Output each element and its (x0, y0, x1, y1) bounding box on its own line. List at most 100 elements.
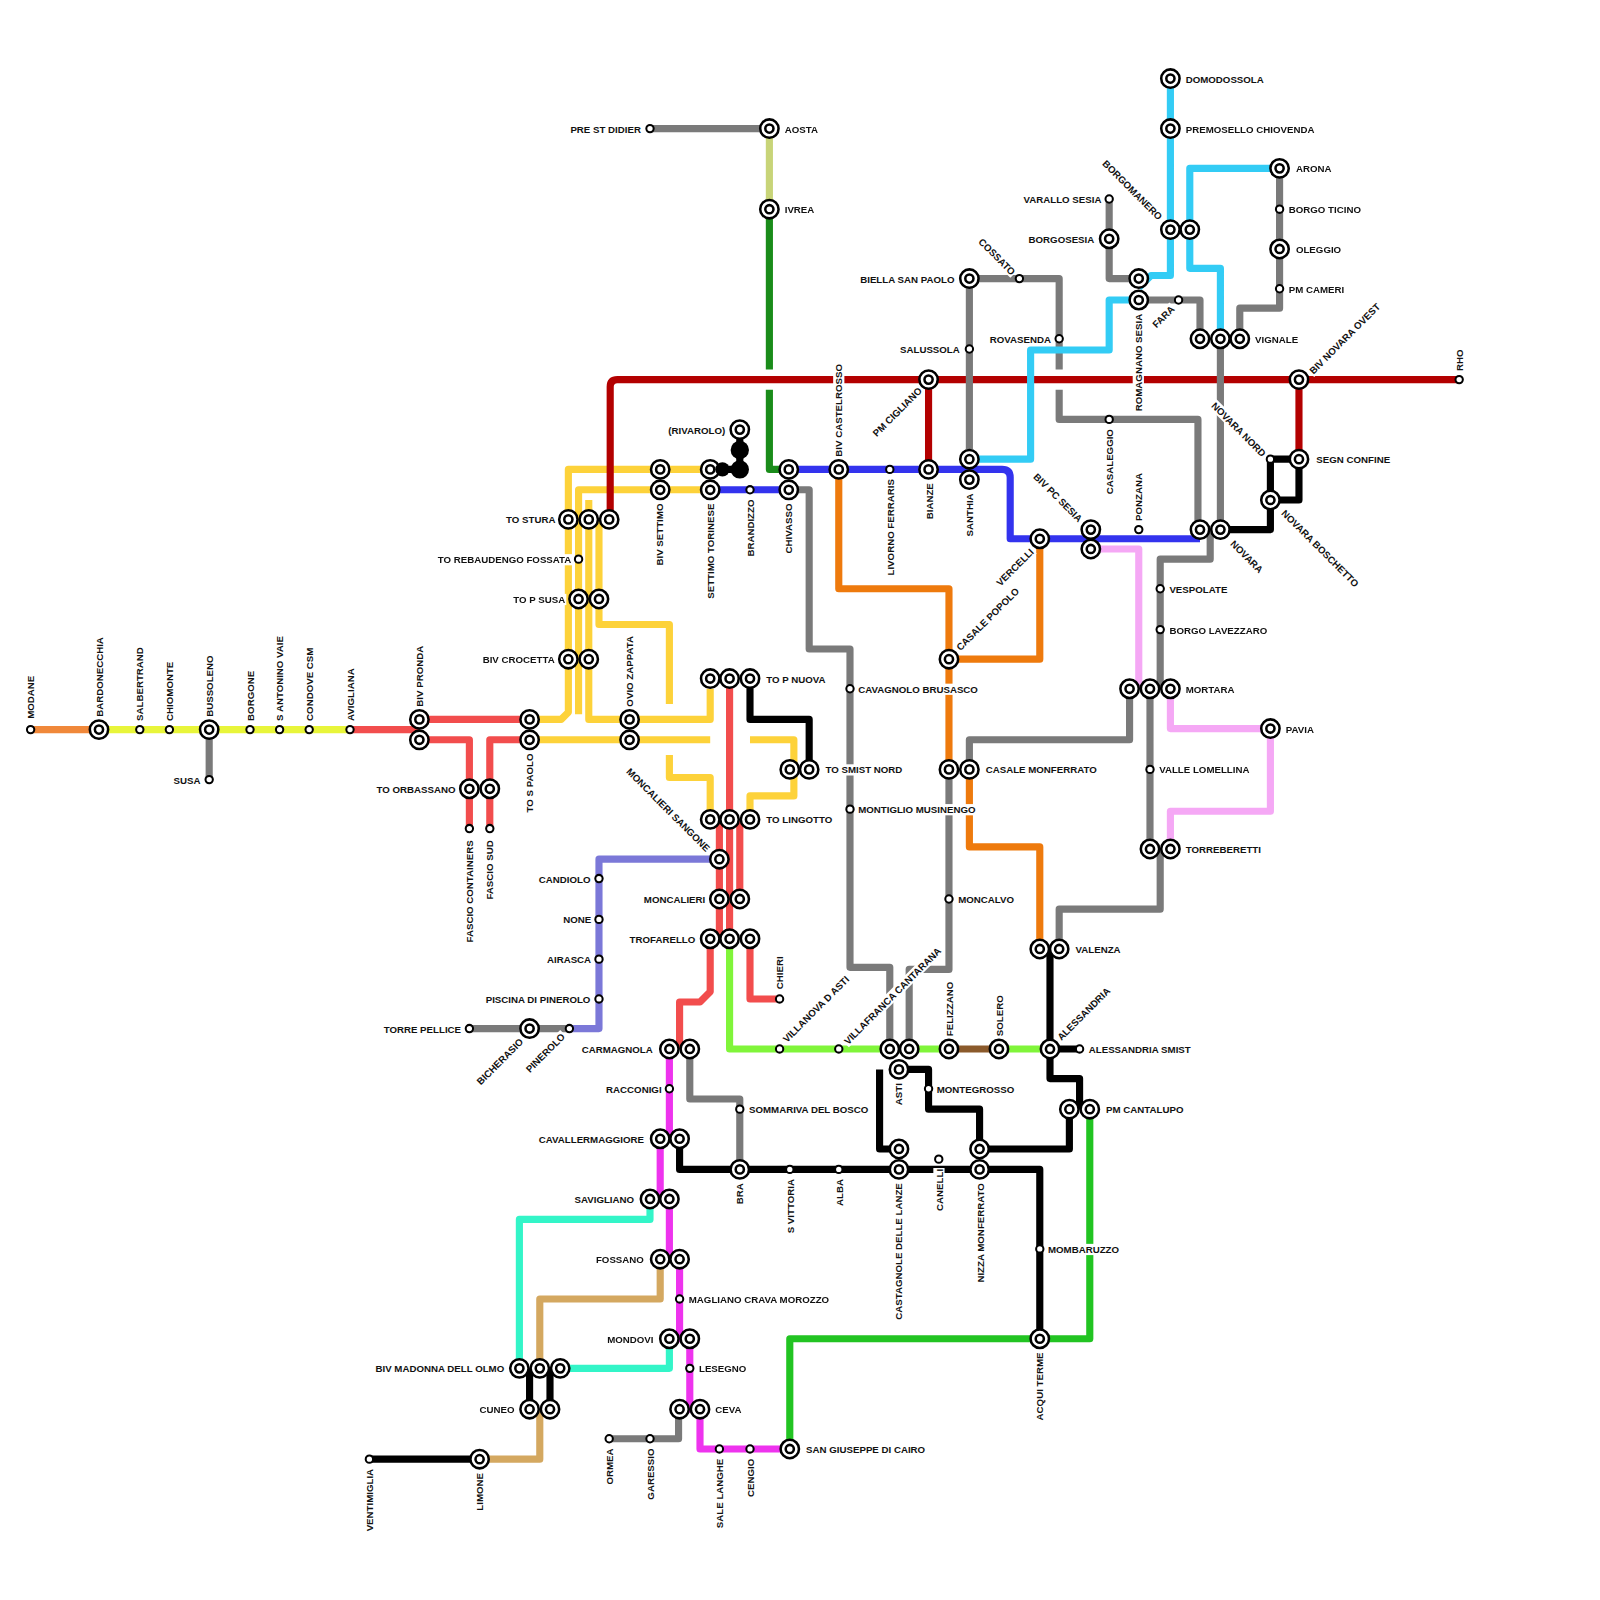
station-marker (835, 1166, 842, 1173)
interchange-marker (681, 1330, 699, 1348)
station-label: BORGO LAVEZZARO (1168, 624, 1268, 635)
interchange-marker-core (1036, 1335, 1044, 1343)
station-label: TORRE PELLICE (383, 1023, 462, 1034)
station-marker (1036, 1245, 1043, 1252)
interchange-marker-core (665, 1195, 673, 1203)
station-marker (786, 1166, 793, 1173)
interchange-marker (710, 850, 728, 868)
interchange-marker (720, 930, 738, 948)
station-label: ASTI (893, 1082, 904, 1106)
interchange-marker (510, 1359, 528, 1377)
station-label: BIV PRONDA (414, 644, 425, 707)
interchange-marker (710, 890, 728, 908)
interchange-marker-core (676, 1405, 684, 1413)
interchange-marker-core (646, 1195, 654, 1203)
interchange-marker-core (665, 1335, 673, 1343)
station-label: LESEGNO (698, 1363, 747, 1374)
station-label: TROFARELLO (629, 933, 697, 944)
interchange-marker-core (656, 486, 664, 494)
interchange-marker (670, 1250, 688, 1268)
interchange-marker-core (924, 376, 932, 384)
station-marker (1076, 1045, 1083, 1052)
interchange-marker (670, 1130, 688, 1148)
interchange-marker-core (686, 1335, 694, 1343)
station-label: ARONA (1295, 163, 1333, 174)
interchange-marker-core (1166, 124, 1174, 132)
interchange-marker-core (486, 785, 494, 793)
interchange-marker-core (526, 736, 534, 744)
station-marker (935, 1156, 942, 1163)
interchange-marker-core (765, 205, 773, 213)
interchange-marker (760, 200, 778, 218)
interchange-marker (940, 760, 958, 778)
interchange-marker-core (465, 785, 473, 793)
interchange-marker-core (945, 1045, 953, 1053)
station-marker (1056, 335, 1063, 342)
interchange-marker (531, 1359, 549, 1377)
interchange-marker (670, 1400, 688, 1418)
interchange-marker (990, 1040, 1008, 1058)
interchange-marker (720, 810, 738, 828)
interchange-marker-core (965, 476, 973, 484)
station-marker (646, 125, 653, 132)
interchange-marker-core (726, 935, 734, 943)
station-label: SAN GIUSEPPE DI CAIRO (805, 1443, 926, 1454)
interchange-marker (919, 460, 937, 478)
interchange-marker-core (536, 1364, 544, 1372)
station-label: CEVA (714, 1404, 742, 1415)
station-label: CHIVASSO (783, 502, 794, 554)
interchange-marker (800, 760, 818, 778)
interchange-marker (1161, 840, 1179, 858)
interchange-marker (651, 1130, 669, 1148)
station-label: PONZANA (1133, 471, 1144, 521)
station-label: OVIO ZAPPATA (624, 635, 635, 708)
station-label: PM CANTALUPO (1105, 1104, 1184, 1115)
interchange-marker (520, 710, 538, 728)
station-label: BORGONE (244, 669, 255, 721)
station-label: ALESSANDRIA (1054, 984, 1113, 1043)
interchange-marker (1031, 530, 1049, 548)
interchange-marker-core (605, 515, 613, 523)
interchange-marker (681, 1040, 699, 1058)
interchange-marker (890, 1060, 908, 1078)
station-label: MONTEGROSSO (936, 1083, 1016, 1094)
interchange-marker (890, 1140, 908, 1158)
interchange-marker-core (706, 815, 714, 823)
interchange-marker (590, 590, 608, 608)
station-label: IVREA (784, 204, 816, 215)
interchange-marker (760, 119, 778, 137)
station-label: CAVALLERMAGGIORE (538, 1133, 645, 1144)
interchange-marker-core (415, 736, 423, 744)
station-marker (166, 726, 173, 733)
interchange-marker-core (1216, 335, 1224, 343)
station-label: TO SMIST NORD (824, 764, 903, 775)
station-label: BORGOSESIA (1028, 233, 1096, 244)
interchange-marker-core (95, 726, 103, 734)
interchange-marker-core (1166, 74, 1174, 82)
station-label: CASALE POPOLO (953, 584, 1022, 653)
station-markers (27, 69, 1463, 1468)
station-label: AIRASCA (546, 954, 592, 965)
interchange-marker (1290, 450, 1308, 468)
interchange-marker-core (1166, 226, 1174, 234)
interchange-marker-core (656, 1135, 664, 1143)
interchange-marker (660, 1330, 678, 1348)
station-marker (246, 726, 253, 733)
interchange-marker-core (1166, 685, 1174, 693)
station-label: VESPOLATE (1168, 583, 1228, 594)
station-label: CASALE MONFERRATO (985, 764, 1098, 775)
station-label: RHO (1454, 348, 1465, 372)
station-label: BARDONECCHIA (93, 636, 104, 718)
interchange-marker-core (1295, 376, 1303, 384)
interchange-marker (701, 481, 719, 499)
interchange-marker-core (706, 674, 714, 682)
station-label: VALENZA (1074, 943, 1121, 954)
station-label: MODANE (25, 674, 36, 719)
interchange-marker-core (1086, 1105, 1094, 1113)
station-marker (276, 726, 283, 733)
station-label: SETTIMO TORINESE (705, 502, 716, 599)
interchange-marker (741, 930, 759, 948)
interchange-marker (1130, 269, 1148, 287)
